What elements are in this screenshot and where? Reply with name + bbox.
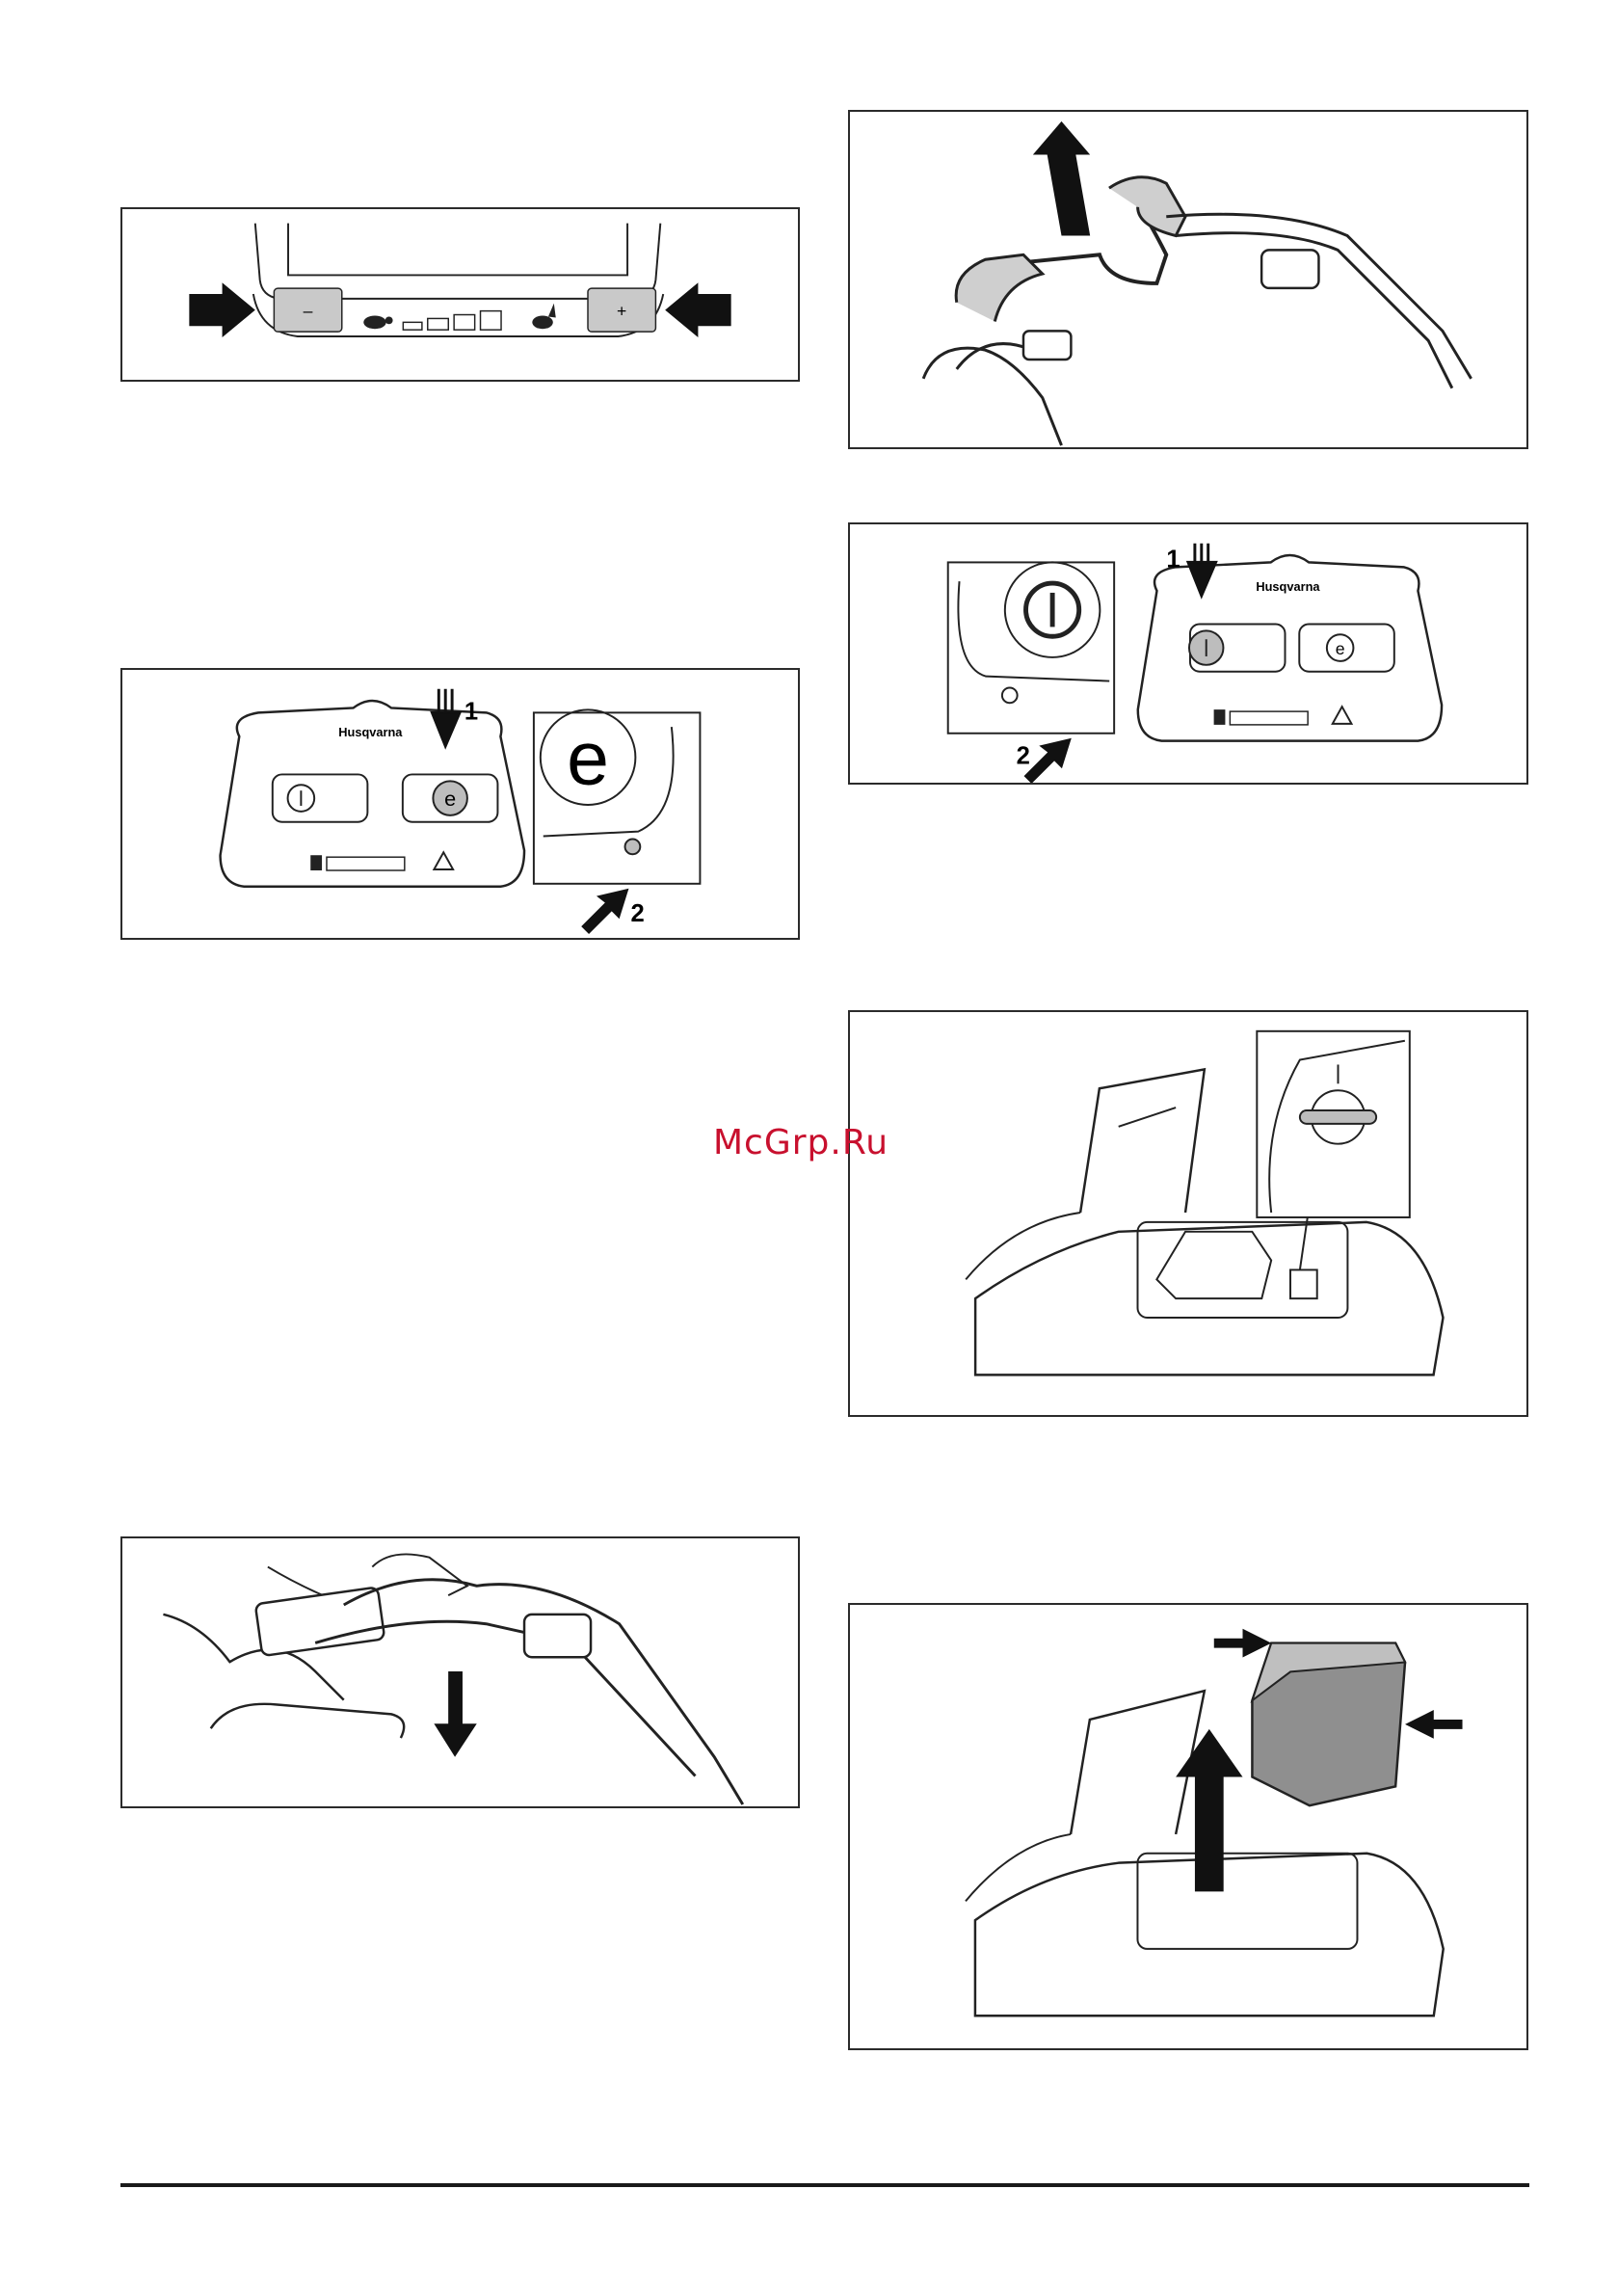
right-arrow-icon <box>665 282 730 337</box>
diagonal-arrow-icon <box>581 889 628 934</box>
plus-label: + <box>617 301 626 320</box>
svg-text:e: e <box>567 715 609 800</box>
callout-1: 1 <box>464 698 478 725</box>
minus-label: – <box>304 301 313 320</box>
fold-handle-illustration <box>122 1538 798 1806</box>
rabbit-icon <box>532 304 555 329</box>
brand-logo: Husqvarna <box>338 725 403 739</box>
turtle-icon <box>363 316 392 330</box>
down-arrow-icon <box>432 689 460 746</box>
up-arrow-icon <box>1033 121 1090 236</box>
diagonal-arrow-icon <box>1024 738 1072 783</box>
figure-speed-buttons: – + <box>120 207 800 382</box>
footer-rule <box>120 2183 1529 2187</box>
figure-handle-lift <box>848 110 1528 449</box>
handle-illustration <box>850 112 1526 447</box>
down-arrow-icon <box>434 1671 476 1757</box>
figure-power-button: 2 Husqvarna e 1 <box>848 522 1528 785</box>
power-panel-illustration: 2 Husqvarna e 1 <box>850 524 1526 783</box>
callout-2: 2 <box>630 900 644 927</box>
eco-panel-illustration: Husqvarna e 1 e 2 <box>122 670 798 938</box>
svg-text:e: e <box>444 787 456 811</box>
warning-icon <box>1333 707 1352 724</box>
zoom-inset <box>534 712 701 883</box>
watermark: McGrp.Ru <box>713 1123 889 1162</box>
remove-battery-illustration <box>850 1605 1526 2048</box>
right-arrow-icon <box>1214 1629 1271 1658</box>
figure-eco-button: Husqvarna e 1 e 2 <box>120 668 800 940</box>
brand-logo: Husqvarna <box>1256 579 1320 594</box>
zoom-inset <box>948 562 1114 733</box>
speed-control-illustration: – + <box>122 209 798 380</box>
figure-battery-key <box>848 1010 1528 1417</box>
svg-text:e: e <box>1336 639 1345 658</box>
warning-icon <box>434 852 453 869</box>
callout-1: 1 <box>1166 546 1180 573</box>
down-arrow-icon <box>1188 544 1216 596</box>
callout-2: 2 <box>1017 742 1030 769</box>
left-arrow-icon <box>1405 1710 1462 1739</box>
figure-remove-battery <box>848 1603 1528 2050</box>
left-arrow-icon <box>189 282 254 337</box>
battery-compartment-illustration <box>850 1012 1526 1415</box>
figure-fold-handle <box>120 1536 800 1808</box>
